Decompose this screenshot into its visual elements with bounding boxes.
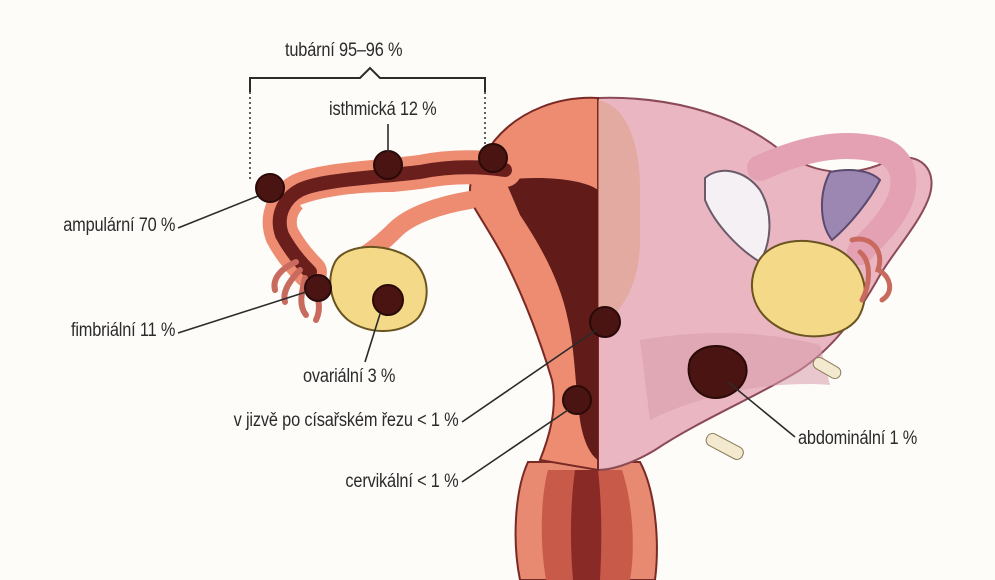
cervix-lumen xyxy=(571,470,601,580)
round-ligament-stub-2 xyxy=(704,431,745,461)
implant-ampullary xyxy=(256,174,284,202)
implant-isthmic xyxy=(374,151,402,179)
label-isthmic: isthmická 12 % xyxy=(329,99,436,121)
label-ovarian: ovariální 3 % xyxy=(303,366,395,388)
leader-ampullary xyxy=(178,196,258,228)
implant-fimbrial xyxy=(305,275,331,301)
label-fimbrial: fimbriální 11 % xyxy=(71,320,175,342)
implant-isthmic-2 xyxy=(479,144,507,172)
label-cervical: cervikální < 1 % xyxy=(345,471,458,493)
label-ampullary: ampulární 70 % xyxy=(63,215,175,237)
label-cesarean-scar: v jizvě po císařském řezu < 1 % xyxy=(233,410,458,432)
label-tubal: tubární 95–96 % xyxy=(285,40,402,62)
leader-fimbrial xyxy=(178,292,306,333)
label-abdominal: abdominální 1 % xyxy=(798,428,917,450)
implant-ovarian xyxy=(373,285,403,315)
tubal-bracket xyxy=(250,68,485,92)
implant-cesarean-scar xyxy=(590,307,620,337)
